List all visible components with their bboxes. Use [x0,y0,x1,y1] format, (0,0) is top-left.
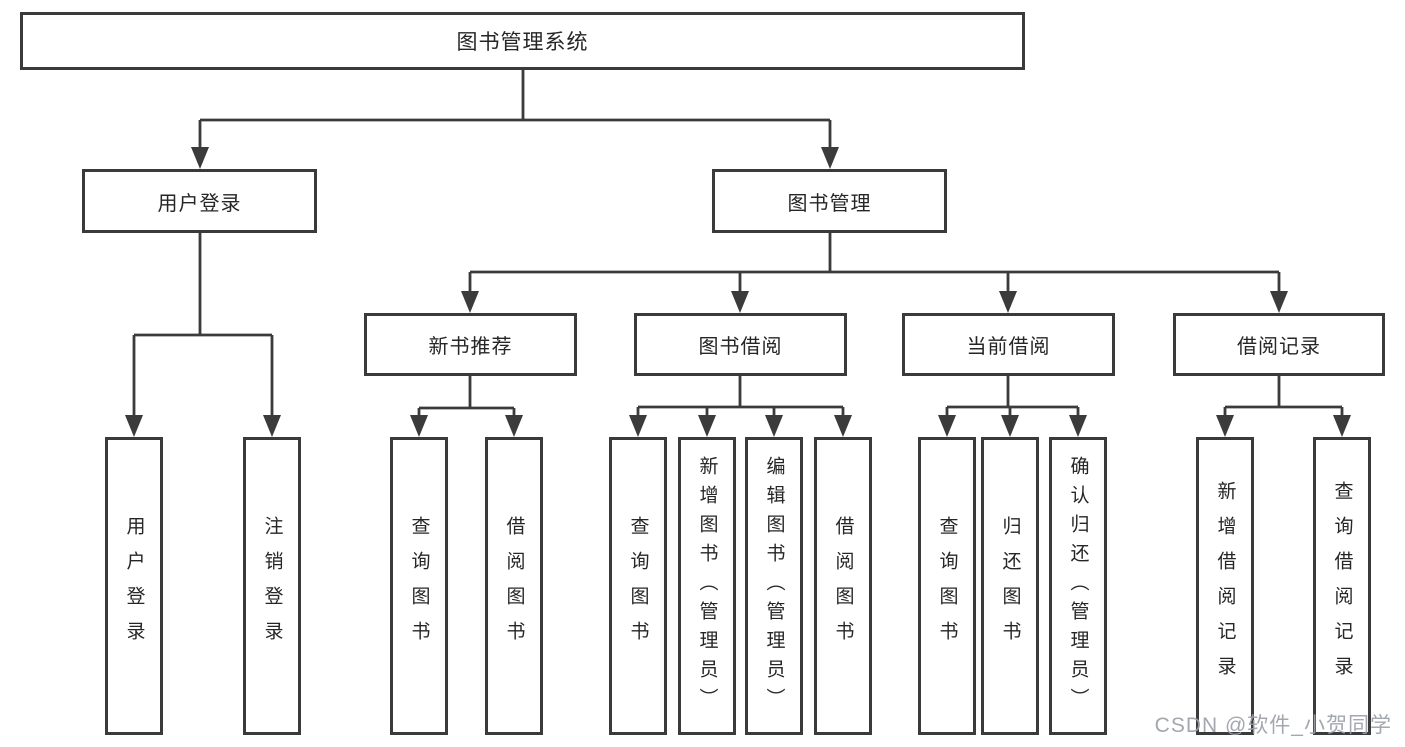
leaf-borrow-books-recommend-label: 借阅图书 [503,516,525,656]
node-book-borrowing-label: 图书借阅 [698,336,783,358]
leaf-query-borrow-record-label: 查询借阅记录 [1331,481,1353,691]
leaf-query-books-current-label: 查询图书 [936,516,958,656]
node-new-book-recommend-label: 新书推荐 [428,336,513,358]
node-new-book-recommend: 新书推荐 [364,313,577,376]
leaf-add-books-admin-label: 新增图书（管理员） [696,455,718,717]
leaf-query-books-current: 查询图书 [918,437,976,735]
leaf-borrow-books-borrowing: 借阅图书 [814,437,872,735]
node-user-login-label: 用户登录 [157,192,242,215]
leaf-return-books: 归还图书 [981,437,1039,735]
leaf-logout-login-label: 注销登录 [261,516,283,656]
node-current-borrowing-label: 当前借阅 [966,336,1051,358]
node-library-management-system: 图书管理系统 [20,12,1025,70]
node-book-management: 图书管理 [712,169,947,233]
leaf-add-borrow-record-label: 新增借阅记录 [1214,481,1236,691]
node-book-management-label: 图书管理 [787,192,872,215]
leaf-borrow-books-borrowing-label: 借阅图书 [832,516,854,656]
leaf-edit-books-admin: 编辑图书（管理员） [745,437,803,735]
node-book-borrowing: 图书借阅 [634,313,847,376]
node-borrow-records-label: 借阅记录 [1237,336,1321,358]
watermark: CSDN @软件_小贺同学 [1154,714,1392,737]
leaf-query-books-recommend-label: 查询图书 [408,516,430,656]
node-borrow-records: 借阅记录 [1173,313,1385,376]
leaf-query-books-borrowing: 查询图书 [609,437,667,735]
leaf-logout-login: 注销登录 [243,437,301,735]
leaf-query-books-recommend: 查询图书 [390,437,448,735]
leaf-borrow-books-recommend: 借阅图书 [485,437,543,735]
node-library-management-system-label: 图书管理系统 [456,31,589,54]
leaf-query-borrow-record: 查询借阅记录 [1313,437,1371,735]
leaf-add-books-admin: 新增图书（管理员） [678,437,736,735]
leaf-user-login: 用户登录 [105,437,163,735]
leaf-edit-books-admin-label: 编辑图书（管理员） [763,455,785,717]
leaf-query-books-borrowing-label: 查询图书 [627,516,649,656]
leaf-confirm-return-admin-label: 确认归还（管理员） [1067,455,1089,717]
leaf-return-books-label: 归还图书 [999,516,1021,656]
node-current-borrowing: 当前借阅 [902,313,1115,376]
leaf-user-login-label: 用户登录 [123,516,145,656]
node-user-login: 用户登录 [82,169,317,233]
leaf-confirm-return-admin: 确认归还（管理员） [1049,437,1107,735]
leaf-add-borrow-record: 新增借阅记录 [1196,437,1254,735]
